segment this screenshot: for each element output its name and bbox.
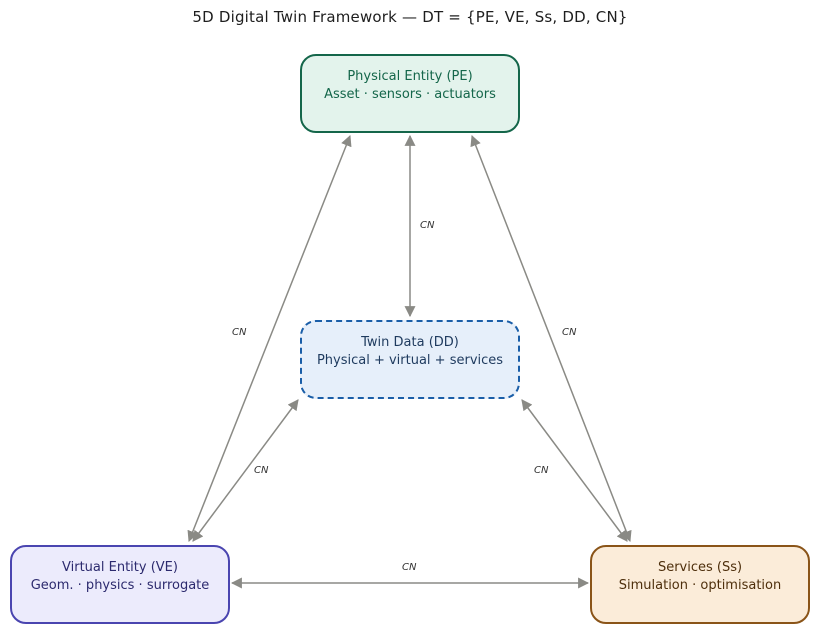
node-subtitle: Geom. · physics · surrogate — [30, 578, 210, 593]
edge-label-pe-ve: CN — [232, 327, 247, 338]
node-services: Services (Ss) Simulation · optimisation — [590, 545, 810, 624]
edge-label-pe-dd: CN — [420, 220, 435, 231]
node-physical-entity: Physical Entity (PE) Asset · sensors · a… — [300, 54, 520, 133]
node-title: Virtual Entity (VE) — [62, 560, 178, 575]
edge-dd-ss — [521, 399, 628, 542]
edge-label-pe-ss: CN — [562, 327, 577, 338]
edge-dd-ve — [192, 399, 299, 542]
edge-label-dd-ss: CN — [534, 465, 549, 476]
node-virtual-entity: Virtual Entity (VE) Geom. · physics · su… — [10, 545, 230, 624]
node-subtitle: Physical + virtual + services — [316, 353, 504, 368]
node-twin-data: Twin Data (DD) Physical + virtual + serv… — [300, 320, 520, 399]
node-title: Physical Entity (PE) — [347, 69, 473, 84]
diagram-title: 5D Digital Twin Framework — DT = {PE, VE… — [192, 8, 628, 26]
node-subtitle: Asset · sensors · actuators — [324, 87, 496, 102]
node-title: Services (Ss) — [657, 560, 743, 575]
node-subtitle: Simulation · optimisation — [618, 578, 782, 593]
edge-label-ve-ss: CN — [402, 562, 417, 573]
node-title: Twin Data (DD) — [361, 335, 459, 350]
edge-label-dd-ve: CN — [254, 465, 269, 476]
